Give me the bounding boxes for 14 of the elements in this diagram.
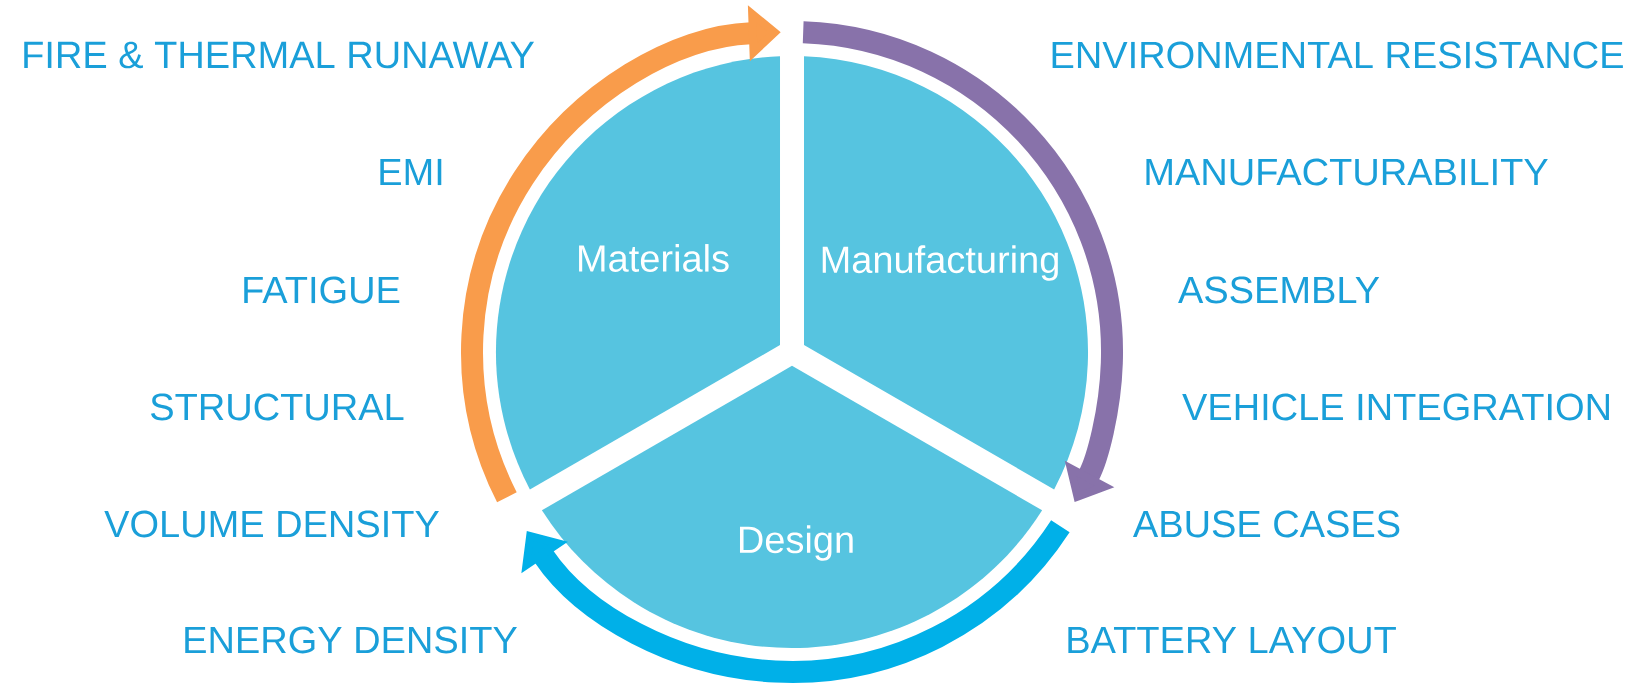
label: EMI bbox=[380, 158, 442, 186]
label: MANUFACTURABILITY bbox=[1146, 158, 1548, 186]
pie-sector: Design bbox=[541, 365, 1043, 648]
label: ABUSE CASES bbox=[1133, 510, 1400, 538]
label: ENERGY DENSITY bbox=[185, 626, 517, 654]
label: VOLUME DENSITY bbox=[104, 510, 439, 538]
label: STRUCTURAL bbox=[151, 393, 404, 421]
label: BATTERY LAYOUT bbox=[1068, 626, 1396, 654]
node-label: Materials bbox=[579, 244, 729, 272]
label: ASSEMBLY bbox=[1178, 276, 1380, 304]
label: FATIGUE bbox=[244, 276, 400, 304]
node-label: Design bbox=[739, 525, 853, 561]
label: VEHICLE INTEGRATION bbox=[1182, 393, 1609, 421]
node-label: Manufacturing bbox=[822, 245, 1058, 281]
